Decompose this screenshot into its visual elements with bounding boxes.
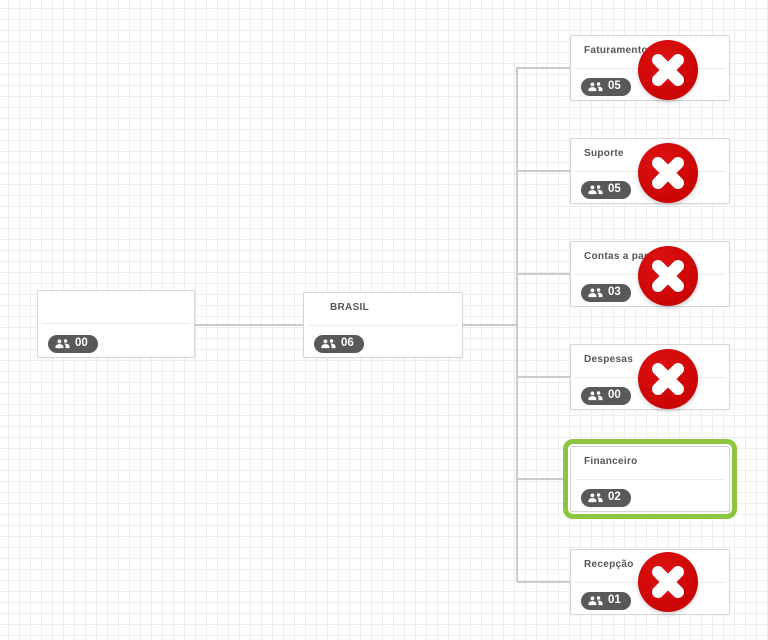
member-count-badge: 01 [581, 592, 631, 610]
group-icon [588, 82, 603, 91]
member-count: 05 [608, 183, 621, 195]
delete-node-button-contas-a-pagar[interactable] [638, 246, 698, 306]
org-node-brasil[interactable]: BRASIL 06 [303, 292, 463, 358]
x-circle-icon [652, 157, 684, 189]
member-count: 00 [75, 337, 88, 349]
member-count-badge: 05 [581, 78, 631, 96]
connector-brasil-trunk [463, 324, 517, 326]
x-circle-icon [652, 54, 684, 86]
selected-node-highlight: Financeiro 02 [563, 439, 737, 519]
group-icon [588, 493, 603, 502]
member-count: 02 [608, 491, 621, 503]
member-count-badge: 00 [48, 335, 98, 353]
connector-root-brasil [195, 324, 303, 326]
connector-trunk [516, 67, 518, 582]
group-icon [588, 288, 603, 297]
member-count-badge: 00 [581, 387, 631, 405]
member-count: 00 [608, 389, 621, 401]
node-title: Suporte [584, 148, 624, 159]
member-count: 06 [341, 337, 354, 349]
group-icon [588, 596, 603, 605]
connector-branch-contas [517, 273, 570, 275]
x-circle-icon [652, 566, 684, 598]
group-icon [55, 339, 70, 348]
connector-branch-despesas [517, 376, 570, 378]
node-divider [42, 323, 190, 324]
node-title: Financeiro [584, 456, 638, 467]
delete-node-button-faturamento[interactable] [638, 40, 698, 100]
group-icon [588, 185, 603, 194]
delete-node-button-suporte[interactable] [638, 143, 698, 203]
member-count-badge: 03 [581, 284, 631, 302]
node-title: Contas a pagar [584, 251, 661, 262]
x-circle-icon [652, 363, 684, 395]
node-title: BRASIL [330, 302, 370, 313]
group-icon [588, 391, 603, 400]
node-divider [575, 479, 725, 480]
member-count: 03 [608, 286, 621, 298]
node-divider [308, 325, 458, 326]
member-count: 01 [608, 594, 621, 606]
member-count-badge: 02 [581, 489, 631, 507]
node-title: Despesas [584, 354, 634, 365]
connector-branch-recepcao [517, 581, 570, 583]
x-circle-icon [652, 260, 684, 292]
connector-branch-faturamento [517, 67, 570, 69]
delete-node-button-despesas[interactable] [638, 349, 698, 409]
connector-branch-financeiro [517, 478, 570, 480]
org-node-root[interactable]: 00 [37, 290, 195, 358]
group-icon [321, 339, 336, 348]
org-node-financeiro[interactable]: Financeiro 02 [570, 446, 730, 512]
member-count: 05 [608, 80, 621, 92]
node-title: Faturamento [584, 45, 648, 56]
member-count-badge: 06 [314, 335, 364, 353]
member-count-badge: 05 [581, 181, 631, 199]
node-title: Recepção [584, 559, 634, 570]
delete-node-button-recepcao[interactable] [638, 552, 698, 612]
connector-branch-suporte [517, 170, 570, 172]
